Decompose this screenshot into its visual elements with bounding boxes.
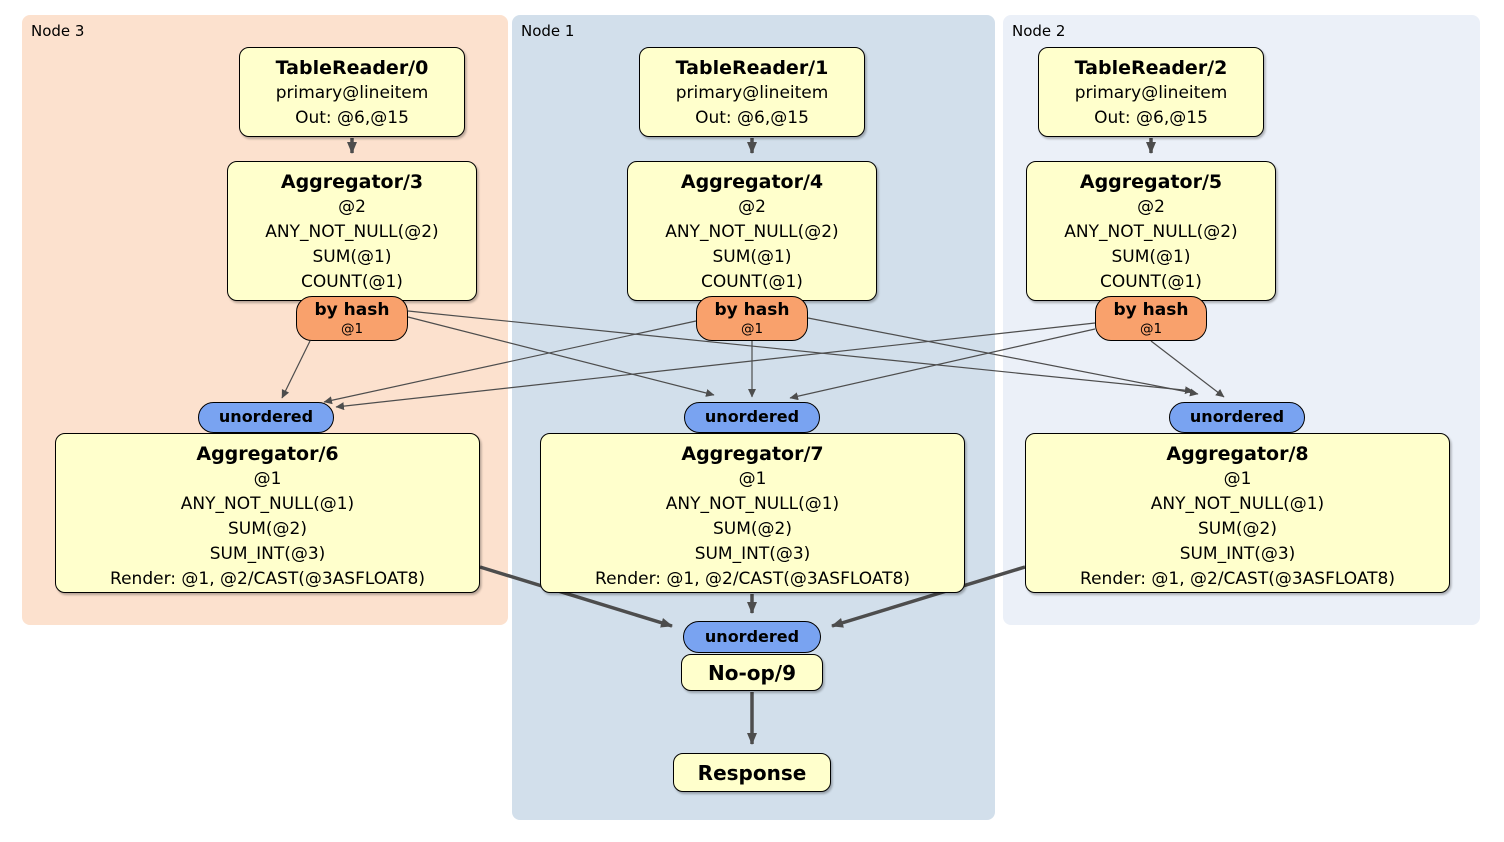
edge-router4-sync8 [807, 317, 1199, 397]
sync-unordered-7: unordered [684, 402, 820, 433]
processor-tablereader-2: TableReader/2 primary@lineitem Out: @6,@… [1038, 47, 1264, 137]
processor-detail: ANY_NOT_NULL(@2) [1064, 222, 1238, 242]
processor-tablereader-1: TableReader/1 primary@lineitem Out: @6,@… [639, 47, 865, 137]
processor-detail: ANY_NOT_NULL(@2) [665, 222, 839, 242]
processor-title: Response [697, 760, 807, 785]
processor-detail: Out: @6,@15 [295, 108, 409, 128]
processor-detail: @2 [338, 197, 366, 217]
processor-detail: @1 [1223, 469, 1252, 489]
router-label: by hash [314, 300, 390, 320]
processor-detail: ANY_NOT_NULL(@1) [665, 494, 840, 514]
processor-aggregator-4: Aggregator/4 @2 ANY_NOT_NULL(@2) SUM(@1)… [627, 161, 877, 301]
processor-title: Aggregator/7 [681, 443, 824, 465]
processor-response: Response [673, 753, 831, 792]
processor-detail: Render: @1, @2/CAST(@3ASFLOAT8) [595, 569, 910, 589]
edge-router5-sync8 [1150, 340, 1225, 398]
processor-detail: @2 [1137, 197, 1165, 217]
processor-detail: SUM(@1) [312, 247, 392, 267]
processor-aggregator-8: Aggregator/8 @1 ANY_NOT_NULL(@1) SUM(@2)… [1025, 433, 1450, 593]
router-key: @1 [1139, 321, 1163, 337]
processor-detail: @2 [738, 197, 766, 217]
processor-detail: primary@lineitem [675, 83, 829, 103]
processor-detail: Render: @1, @2/CAST(@3ASFLOAT8) [1080, 569, 1395, 589]
processor-title: No-op/9 [707, 660, 797, 685]
edge-router3-sync6 [281, 340, 311, 399]
processor-detail: @1 [738, 469, 767, 489]
processor-detail: primary@lineitem [275, 83, 429, 103]
processor-detail: COUNT(@1) [1100, 272, 1202, 292]
processor-detail: ANY_NOT_NULL(@1) [1150, 494, 1325, 514]
processor-detail: SUM(@1) [1111, 247, 1191, 267]
processor-detail: primary@lineitem [1074, 83, 1228, 103]
processor-detail: SUM_INT(@3) [694, 544, 811, 564]
processor-detail: @1 [253, 469, 282, 489]
router-label: by hash [1113, 300, 1189, 320]
edge-router3-sync8 [407, 310, 1194, 395]
processor-detail: SUM(@1) [712, 247, 792, 267]
router-key: @1 [740, 321, 764, 337]
processor-aggregator-6: Aggregator/6 @1 ANY_NOT_NULL(@1) SUM(@2)… [55, 433, 480, 593]
router-by-hash-1: by hash @1 [696, 296, 808, 341]
processor-title: Aggregator/5 [1079, 171, 1223, 193]
edge-agg6-sync9 [479, 565, 673, 628]
region-label: Node 3 [31, 22, 85, 40]
sync-unordered-9: unordered [683, 621, 821, 653]
processor-detail: SUM(@2) [228, 519, 307, 539]
router-by-hash-0: by hash @1 [296, 296, 408, 341]
region-label: Node 2 [1012, 22, 1066, 40]
processor-detail: SUM_INT(@3) [1179, 544, 1296, 564]
edge-agg8-sync9 [831, 565, 1026, 628]
processor-detail: COUNT(@1) [301, 272, 403, 292]
processor-title: TableReader/1 [675, 57, 829, 79]
sync-unordered-6: unordered [198, 402, 334, 433]
processor-aggregator-7: Aggregator/7 @1 ANY_NOT_NULL(@1) SUM(@2)… [540, 433, 965, 593]
region-label: Node 1 [521, 22, 575, 40]
router-key: @1 [340, 321, 364, 337]
processor-detail: ANY_NOT_NULL(@2) [265, 222, 439, 242]
processor-tablereader-0: TableReader/0 primary@lineitem Out: @6,@… [239, 47, 465, 137]
processor-detail: ANY_NOT_NULL(@1) [180, 494, 355, 514]
router-by-hash-2: by hash @1 [1095, 296, 1207, 341]
processor-detail: SUM(@2) [1198, 519, 1277, 539]
processor-detail: Out: @6,@15 [1094, 108, 1208, 128]
processor-aggregator-3: Aggregator/3 @2 ANY_NOT_NULL(@2) SUM(@1)… [227, 161, 477, 301]
processor-detail: Out: @6,@15 [695, 108, 809, 128]
processor-detail: SUM_INT(@3) [209, 544, 326, 564]
processor-title: TableReader/2 [1074, 57, 1228, 79]
processor-title: Aggregator/3 [280, 171, 424, 193]
processor-title: Aggregator/8 [1166, 443, 1309, 465]
processor-title: Aggregator/4 [680, 171, 824, 193]
edge-router3-sync7 [407, 316, 715, 397]
edge-router5-sync7 [789, 328, 1096, 401]
edge-router5-sync6 [335, 322, 1096, 411]
processor-aggregator-5: Aggregator/5 @2 ANY_NOT_NULL(@2) SUM(@1)… [1026, 161, 1276, 301]
processor-title: Aggregator/6 [196, 443, 339, 465]
processor-detail: COUNT(@1) [701, 272, 803, 292]
processor-noop-9: No-op/9 [681, 654, 823, 691]
edge-router4-sync6 [323, 320, 697, 405]
processor-detail: Render: @1, @2/CAST(@3ASFLOAT8) [110, 569, 425, 589]
sync-unordered-8: unordered [1169, 402, 1305, 433]
processor-detail: SUM(@2) [713, 519, 792, 539]
processor-title: TableReader/0 [275, 57, 429, 79]
router-label: by hash [714, 300, 790, 320]
